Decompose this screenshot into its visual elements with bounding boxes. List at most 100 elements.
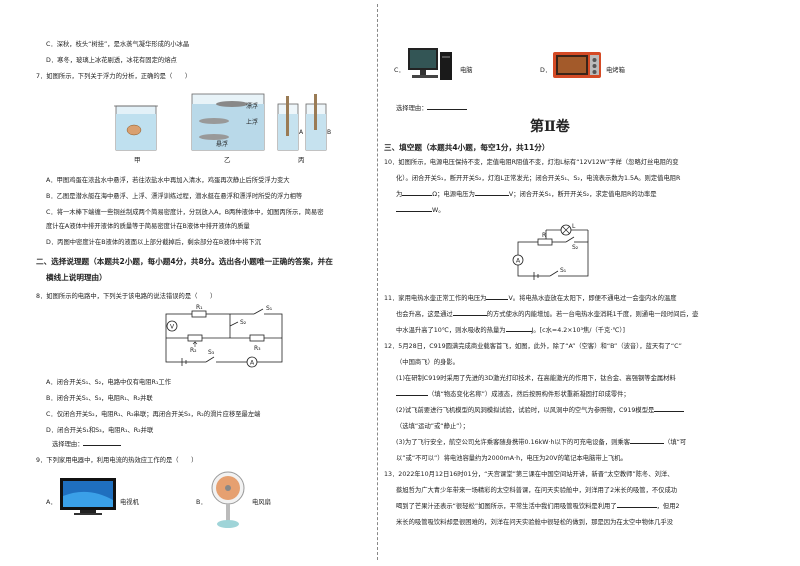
q9-option-a-name: 电视机 <box>120 499 139 506</box>
tv-image <box>60 478 116 515</box>
q12-blank-1[interactable] <box>396 395 428 396</box>
q10-blank-1[interactable] <box>402 195 433 196</box>
beaker-egg-figure <box>114 105 158 151</box>
label-xuanfu: 悬浮 <box>216 140 228 148</box>
ammeter-symbol <box>512 254 524 266</box>
q11-blank-2[interactable] <box>452 315 487 316</box>
q9-option-a-label: A． <box>46 499 57 506</box>
q9-reason-blank[interactable] <box>427 109 468 110</box>
q13-line1: 13．2022年10月12日16时01分，“天宫课堂”第三课在中国空间站开讲，新… <box>384 471 674 478</box>
q11-blank-3[interactable] <box>505 331 532 332</box>
tank-submarine-figure <box>191 93 265 151</box>
q10-blank-3[interactable] <box>396 211 432 212</box>
label-l: L <box>572 223 576 230</box>
q6-option-d: D．寒冬，玻璃上冰花剔透，冰花有固定的熔点 <box>46 57 177 64</box>
label-s3: S₃ <box>208 349 215 356</box>
q7-option-c-cont: 度计在A液体中排开液体的质量等于简易密度计在B液体中排开液体的质量 <box>46 223 250 230</box>
ammeter-symbol <box>246 356 258 368</box>
section3-title: 三、填空题（本题共4小题，每空1分，共11分） <box>384 143 550 152</box>
q9-reason: 选择理由： <box>396 104 468 113</box>
q12-line2: （中国商飞）的身影。 <box>396 359 459 366</box>
q8-option-a: A．闭合开关S₁、S₂，电路中仅有电阻R₁工作 <box>46 379 171 386</box>
q7-stem: 7．如图所示，下列关于浮力的分析，正确的是（ ） <box>36 73 192 80</box>
resistor-r <box>537 238 553 246</box>
switch-s1 <box>253 308 264 315</box>
label-bing: 丙 <box>298 156 305 164</box>
q7-option-c: C．将一木棒下端缠一些铜丝制成两个简易密度计，分别放入A，B两种液体中，如图丙所… <box>46 209 324 216</box>
q7-buoyancy-figure: 漂浮 上浮 悬浮 A B 甲 乙 丙 <box>114 93 331 164</box>
q6-option-c: C．深秋，枝头“树挂”，是水蒸气凝华形成的小冰晶 <box>46 41 190 48</box>
q9-option-c-name: 电脑 <box>460 67 473 74</box>
label-s1: S₁ <box>266 305 273 312</box>
q8-circuit-diagram: V A R₁ R₂ R₃ S₁ S₂ S₃ <box>165 304 283 368</box>
voltmeter-symbol <box>166 320 178 332</box>
fan-image <box>211 471 245 528</box>
q13-line2: 蔡旭哲为广大青少年带来一场精彩的太空科普课，在问天实验舱中，刘洋用了2米长的吸管… <box>396 487 678 494</box>
q7-option-b: B．乙图是潜水艇在海中悬浮、上浮、漂浮训练过程，潜水艇在悬浮和漂浮时所受的浮力相… <box>46 193 303 200</box>
volume-title: 第Ⅱ卷 <box>530 119 570 135</box>
label-r1: R₁ <box>196 304 203 311</box>
q12-line8: 以”或“不可以”）将电池容量约为2000mA·h，电压为20V的笔记本电脑带上飞… <box>396 455 627 462</box>
label-shangfu: 上浮 <box>246 118 258 126</box>
q8-option-b: B．闭合开关S₁、S₃，电阻R₁、R₂并联 <box>46 395 153 402</box>
label-r: R <box>542 232 546 239</box>
reason-label: 选择理由： <box>396 105 428 112</box>
q9-option-d-name: 电烤箱 <box>606 67 625 74</box>
q12-line1: 12．5月28日，C919圆满完成商业载客首飞，如图，此外，除了“A”（空客）和… <box>384 343 682 350</box>
q8-option-d: D．闭合开关S₁和S₃，电阻R₁、R₂并联 <box>46 427 154 434</box>
computer-image <box>408 48 452 80</box>
resistor-r1 <box>191 310 207 318</box>
switch-s3 <box>205 356 215 363</box>
q12-blank-2[interactable] <box>654 411 685 412</box>
label-jia: 甲 <box>134 156 141 164</box>
q12-line3: (1)在研制C919时采用了先进的3D激光打印技术，在高能激光的作用下，钛合金、… <box>396 375 676 382</box>
reason-label: 选择理由： <box>52 441 84 448</box>
switch-s2 <box>565 236 575 243</box>
q12-line6: （选填“运动”或“静止”）； <box>396 423 469 430</box>
q9-option-b-name: 电风扇 <box>252 499 271 506</box>
section2-title: 二、选择说理题（本题共2小题，每小题4分，共8分。选出各小题唯一正确的答案，并在 <box>36 257 333 266</box>
q8-option-c: C．仅闭合开关S₂，电阻R₁、R₂串联；再闭合开关S₃，R₂的滑片应移至最左端 <box>46 411 261 418</box>
right-column: C． 电脑 D． 电烤箱 选择理由： 第Ⅱ卷 三、填空题（本题共4小题，每空1分… <box>384 0 728 566</box>
label-v: V <box>170 324 175 331</box>
q9-option-d-label: D． <box>540 67 552 74</box>
q12-line7: (3)为了飞行安全，航空公司允许乘客随身携带0.16kW·h以下的可充电设备，则… <box>396 439 687 446</box>
q9-stem: 9．下列家用电器中，利用电流的热效应工作的是（ ） <box>36 457 198 464</box>
column-divider <box>377 4 378 560</box>
q11-blank-1[interactable] <box>486 299 509 300</box>
cylinder-a-figure <box>277 96 299 151</box>
label-a: A <box>299 129 304 136</box>
label-r3: R₃ <box>254 345 261 352</box>
q10-blank-2[interactable] <box>474 195 509 196</box>
label-r2: R₂ <box>190 347 197 354</box>
q12-line5: (2)试飞前要进行飞机模型的风洞模拟试验，试验时，以风洞中的空气为参照物，C91… <box>396 406 685 415</box>
q10-circuit-diagram: A R L S₂ S₁ <box>512 223 589 280</box>
q8-reason: 选择理由： <box>52 440 122 449</box>
q11-line2: 也会升高，这是通过的方式使水的内能增加。若一台电热水壶消耗1千度，则通电一段时间… <box>396 311 699 318</box>
label-s2: S₂ <box>572 244 579 251</box>
q10-line4: W。 <box>396 206 445 215</box>
q10-line1: 10．如图所示，电源电压保持不变，定值电阻R阻值不变，灯泡L标有“12V12W”… <box>384 159 679 166</box>
q8-reason-blank[interactable] <box>83 445 122 446</box>
q13-line4: 米长的吸管吸饮料却是很困难的，刘洋在问天实验舱中很轻松的做到，那是因为在太空中物… <box>396 519 674 526</box>
switch-s2 <box>229 321 239 327</box>
label-a: A <box>250 360 255 367</box>
q7-option-a: A．甲图鸡蛋在浓盐水中悬浮，若往浓盐水中再加入清水，鸡蛋再次静止后所受浮力变大 <box>46 177 290 184</box>
switch-s1 <box>549 270 559 277</box>
cylinder-b-figure <box>305 94 327 151</box>
section2-title-cont: 横线上说明理由） <box>46 273 107 282</box>
q12-line4: （填“物态变化名称”）成液态，然后按照构件形状重新凝固打印成零件； <box>396 390 630 399</box>
label-yi: 乙 <box>224 156 231 164</box>
label-s1: S₁ <box>560 267 567 274</box>
resistor-r3 <box>249 334 265 342</box>
label-piaofu: 漂浮 <box>246 102 258 110</box>
q9-option-b-label: B． <box>196 499 207 506</box>
q13-blank-1[interactable] <box>616 507 657 508</box>
q12-blank-3[interactable] <box>630 443 665 444</box>
q8-stem: 8．如图所示的电路中，下列关于该电路的说法错误的是（ ） <box>36 293 217 300</box>
resistor-r2 <box>187 334 203 342</box>
oven-image <box>553 52 601 78</box>
